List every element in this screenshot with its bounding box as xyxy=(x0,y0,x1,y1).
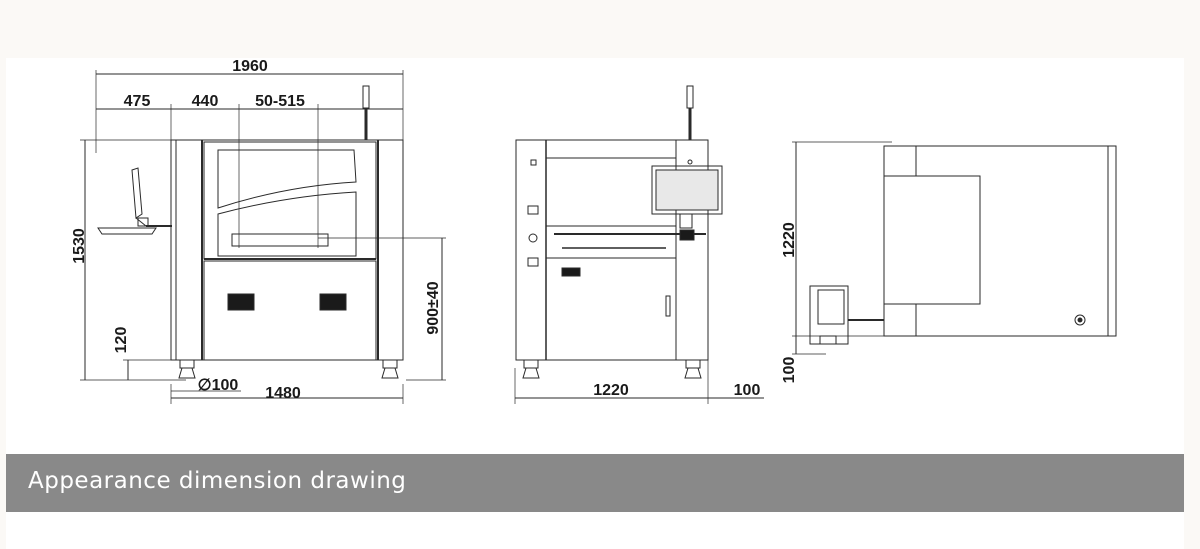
dim-side-offset: 100 xyxy=(734,382,761,399)
caption-title: Appearance dimension drawing xyxy=(28,468,407,494)
dim-overall-height: 1530 xyxy=(71,228,88,264)
dim-top-depth: 1220 xyxy=(781,222,798,258)
dim-foot-height: 120 xyxy=(113,327,130,354)
front-view: 1960 475 440 50-515 1530 120 xyxy=(71,58,446,404)
dim-seg-c: 50-515 xyxy=(255,93,305,110)
dim-conveyor-height: 900±40 xyxy=(425,281,442,334)
dim-overall-width: 1960 xyxy=(232,58,268,75)
caption-bar: Appearance dimension drawing xyxy=(6,454,1184,512)
dim-body-width: 1480 xyxy=(265,385,301,402)
dim-seg-b: 440 xyxy=(192,93,219,110)
dimension-drawing: 1960 475 440 50-515 1530 120 xyxy=(71,58,1117,404)
top-view: 1220 100 xyxy=(781,141,1117,384)
dim-side-width: 1220 xyxy=(593,382,629,399)
bottom-strip xyxy=(6,512,1184,549)
dim-seg-a: 475 xyxy=(124,93,151,110)
dim-foot-diameter: ∅100 xyxy=(198,377,239,394)
side-view: 1220 100 xyxy=(514,85,764,404)
dim-top-offset: 100 xyxy=(781,357,798,384)
drawing-area: 1960 475 440 50-515 1530 120 xyxy=(6,58,1184,454)
